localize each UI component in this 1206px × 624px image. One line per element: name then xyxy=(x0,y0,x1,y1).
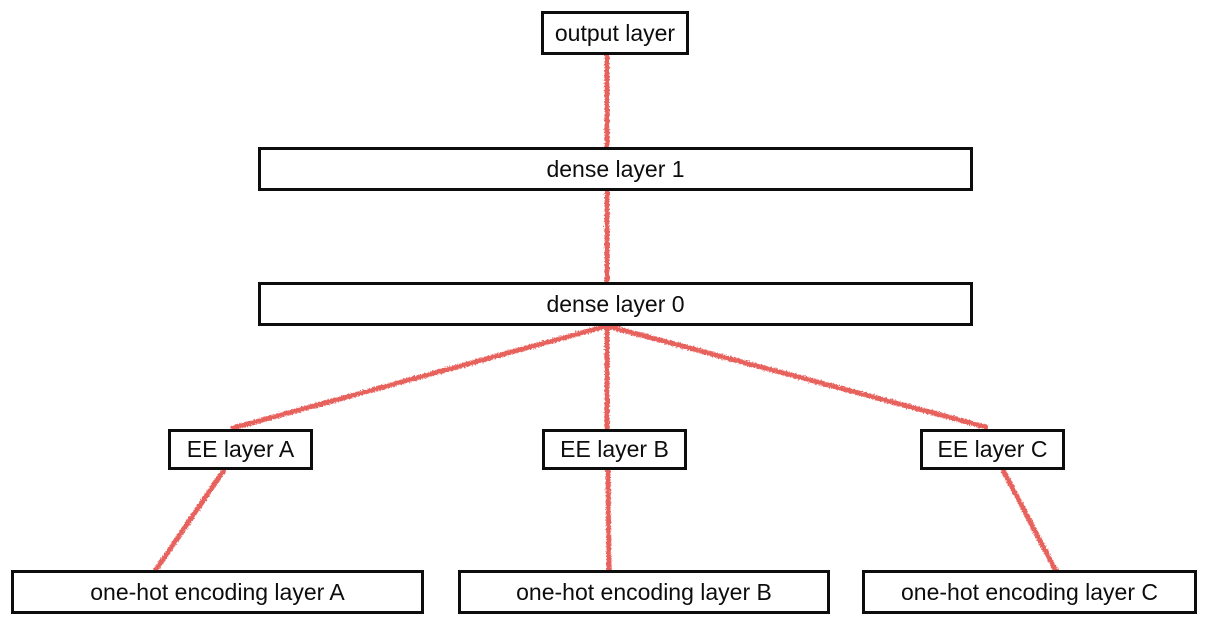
node-ee-layer-c: EE layer C xyxy=(920,429,1065,470)
node-one-hot-encoding-layer-a: one-hot encoding layer A xyxy=(11,570,424,614)
node-ee-layer-b: EE layer B xyxy=(542,429,687,470)
edge-eeB-ohB xyxy=(605,467,612,574)
edge-dense0-eeA xyxy=(230,323,610,431)
node-dense-layer-0: dense layer 0 xyxy=(258,282,973,326)
node-ee-layer-a: EE layer A xyxy=(168,429,313,470)
node-one-hot-encoding-layer-b: one-hot encoding layer B xyxy=(458,570,830,614)
edge-dense0-eeC xyxy=(604,323,989,430)
node-one-hot-encoding-layer-c: one-hot encoding layer C xyxy=(862,570,1197,614)
node-output-layer: output layer xyxy=(541,11,689,55)
edge-eeC-ohC xyxy=(1000,467,1059,574)
node-dense-layer-1: dense layer 1 xyxy=(258,147,973,191)
edge-eeA-ohA xyxy=(152,467,227,574)
